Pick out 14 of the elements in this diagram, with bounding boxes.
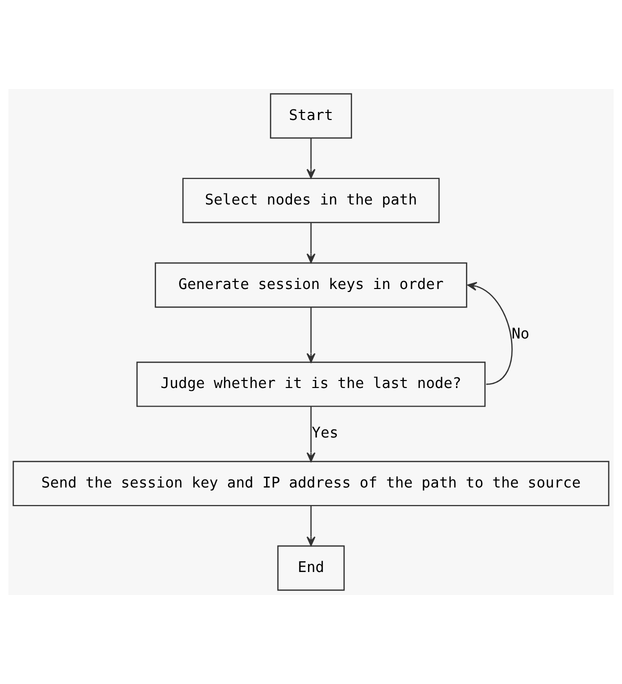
arrow [306,307,316,363]
edge-label: Yes [312,424,338,442]
node-box: Select nodes in the path [182,178,440,224]
arrow [306,506,316,546]
arrow [306,406,316,462]
arrow [306,138,316,179]
arrow [467,282,513,385]
node-box: Judge whether it is the last node? [136,362,486,407]
arrow [306,222,316,264]
edge-label: No [512,325,530,342]
node-box: End [277,545,345,591]
node-box: Generate session keys in order [154,262,468,308]
node-box: Start [270,93,352,139]
node-box: Send the session key and IP address of the path to the source [12,460,610,506]
